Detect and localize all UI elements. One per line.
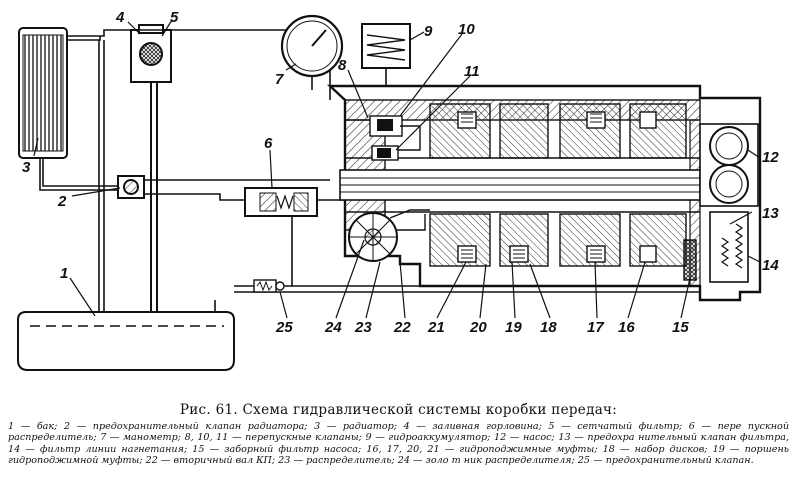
- callout-12: 12: [762, 149, 779, 166]
- callout-3: 3: [22, 159, 31, 176]
- callout-10: 10: [458, 21, 475, 38]
- callout-8: 8: [338, 57, 347, 74]
- radiator: [18, 27, 68, 159]
- callout-24: 24: [324, 319, 342, 336]
- leader-lines: [33, 19, 761, 319]
- callout-4: 4: [115, 9, 125, 26]
- bypass-valves: [369, 115, 421, 161]
- callout-15: 15: [672, 319, 689, 336]
- filler-neck: [130, 24, 172, 312]
- callout-5: 5: [170, 9, 179, 26]
- callout-6: 6: [264, 135, 273, 152]
- safety-valve: [253, 279, 285, 293]
- tank: [17, 311, 235, 371]
- hydro-accumulator: [361, 23, 411, 120]
- intake-filter: [683, 239, 697, 281]
- figure-caption-title: Рис. 61. Схема гидравлической системы ко…: [179, 402, 618, 418]
- figure-caption-legend: 1 — бак; 2 — предохранительный клапан ра…: [8, 421, 789, 467]
- callout-18: 18: [540, 319, 557, 336]
- callout-7: 7: [275, 71, 284, 88]
- callout-25: 25: [275, 319, 293, 336]
- pump: [699, 123, 759, 207]
- hydraulic-system-diagram: 1 2 3 4 5 6 7 8 9 10 11 12 13 14 15 16 1…: [17, 9, 779, 371]
- callout-9: 9: [424, 23, 433, 40]
- callout-14: 14: [762, 257, 779, 274]
- callout-20: 20: [469, 319, 487, 336]
- callout-13: 13: [762, 205, 779, 222]
- radiator-safety-valve: [117, 175, 145, 199]
- callout-21: 21: [427, 319, 445, 336]
- callout-17: 17: [587, 319, 604, 336]
- callout-numbers: 1 2 3 4 5 6 7 8 9 10 11 12 13 14 15 16 1…: [22, 9, 779, 336]
- manometer: [280, 14, 344, 90]
- callout-11: 11: [464, 63, 480, 80]
- bypass-distributor: [244, 187, 318, 217]
- filter-safety-valve: [709, 211, 749, 283]
- callout-19: 19: [505, 319, 522, 336]
- callout-16: 16: [618, 319, 635, 336]
- callout-1: 1: [60, 265, 68, 282]
- clutch-packs-upper: [429, 103, 687, 159]
- callout-23: 23: [354, 319, 372, 336]
- callout-22: 22: [393, 319, 411, 336]
- callout-2: 2: [57, 193, 67, 210]
- clutch-packs-lower: [429, 213, 687, 267]
